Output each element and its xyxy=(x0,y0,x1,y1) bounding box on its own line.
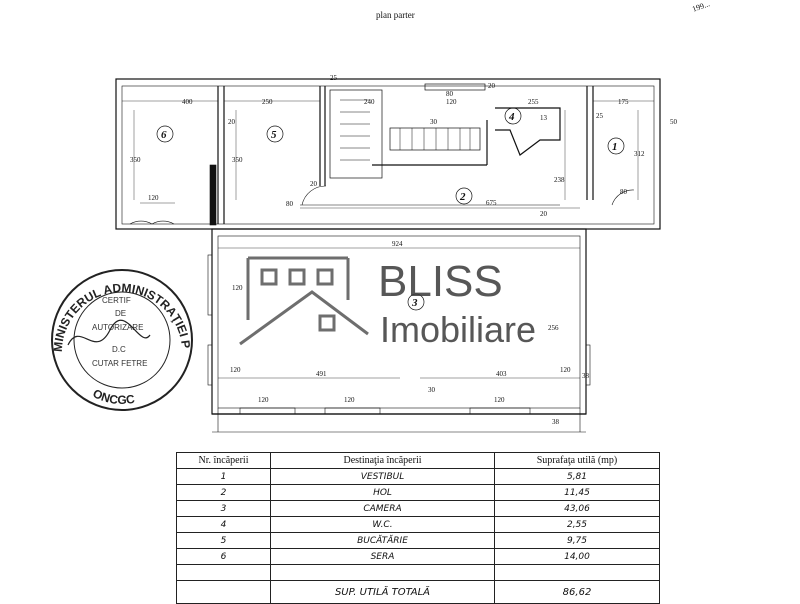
room-label-5: 5 xyxy=(271,129,277,141)
total-value: 86,62 xyxy=(494,580,660,604)
dim-label: 25 xyxy=(330,74,338,82)
dim-label: 256 xyxy=(548,324,559,332)
column-header: Nr. încăperii xyxy=(176,452,271,469)
dim-label: 80 xyxy=(446,90,454,98)
table-row: 1 VESTIBUL 5,81 xyxy=(176,468,660,485)
plan-caption: plan parter xyxy=(376,10,415,20)
dim-label: 120 xyxy=(148,194,159,202)
stamp-ring-bottom: ONCGC xyxy=(91,386,136,407)
dim-label: 25 xyxy=(596,112,604,120)
dim-label: 175 xyxy=(618,98,629,106)
room-number: 4 xyxy=(176,516,271,533)
house-icon xyxy=(239,256,369,346)
dimension-lines xyxy=(122,100,654,379)
stamp-line: D.C xyxy=(112,345,126,354)
dim-label: 20 xyxy=(488,82,496,90)
bliss-logo: BLISS Imobiliare xyxy=(239,256,536,350)
table-row: 6 SERA 14,00 xyxy=(176,548,660,565)
dim-label: 120 xyxy=(344,396,355,404)
room-area: 43,06 xyxy=(494,500,660,517)
room-label-1: 1 xyxy=(612,141,618,153)
table-row: 3 CAMERA 43,06 xyxy=(176,500,660,517)
brand-name: BLISS xyxy=(378,257,503,306)
dim-label: 675 xyxy=(486,199,497,207)
dim-label: 238 xyxy=(554,176,565,184)
dim-label: 255 xyxy=(528,98,539,106)
stamp-line: CUTAR FETRE xyxy=(92,359,147,368)
room-destination: SERA xyxy=(270,548,495,565)
dim-label: 120 xyxy=(258,396,269,404)
column-header: Destinaţia încăperii xyxy=(270,452,495,469)
dim-label: 80 xyxy=(620,188,628,196)
room-label-2: 2 xyxy=(459,191,466,203)
room-number: 6 xyxy=(176,548,271,565)
dim-label: 491 xyxy=(316,370,327,378)
stamp-ring-top: MINISTERUL ADMINISTRAŢIEI PUBLICE xyxy=(0,0,193,352)
brand-tagline: Imobiliare xyxy=(380,309,536,350)
dim-label: 20 xyxy=(228,118,236,126)
room-area: 11,45 xyxy=(494,484,660,501)
stamp-line: DE xyxy=(115,309,126,318)
total-label: SUP. UTILĂ TOTALĂ xyxy=(270,580,495,604)
dim-label: 400 xyxy=(182,98,193,106)
room-number: 3 xyxy=(176,500,271,517)
dimension-labels: 400 250 240 80 120 20 255 175 25 20 350 … xyxy=(130,74,678,426)
dim-label: 13 xyxy=(540,114,548,122)
column-header: Suprafaţa utilă (mp) xyxy=(494,452,660,469)
room-label-4: 4 xyxy=(508,111,515,123)
dim-label: 120 xyxy=(232,284,243,292)
dim-label: 120 xyxy=(560,366,571,374)
stamp-line: CERTIF xyxy=(102,296,131,305)
dim-label: 350 xyxy=(130,156,141,164)
room-area: 14,00 xyxy=(494,548,660,565)
room-destination: HOL xyxy=(270,484,495,501)
room-number: 5 xyxy=(176,532,271,549)
table-row-empty xyxy=(176,564,660,581)
room-destination: W.C. xyxy=(270,516,495,533)
room-number: 2 xyxy=(176,484,271,501)
dim-label: 250 xyxy=(262,98,273,106)
table-row: 4 W.C. 2,55 xyxy=(176,516,660,533)
dim-label: 38 xyxy=(552,418,560,426)
dim-label: 20 xyxy=(310,180,318,188)
dim-label: 120 xyxy=(494,396,505,404)
room-markers: 1 2 3 4 5 6 xyxy=(156,107,625,311)
dim-label: 120 xyxy=(446,98,457,106)
dim-label: 924 xyxy=(392,240,403,248)
dim-label: 80 xyxy=(286,200,294,208)
dim-label: 50 xyxy=(670,118,678,126)
floor-plan-drawing: 1 2 3 4 5 6 400 xyxy=(0,0,678,433)
table-total-row: SUP. UTILĂ TOTALĂ 86,62 xyxy=(176,580,660,604)
room-area: 2,55 xyxy=(494,516,660,533)
dim-label: 312 xyxy=(634,150,645,158)
official-stamp: MINISTERUL ADMINISTRAŢIEI PUBLICE ONCGC … xyxy=(0,0,193,411)
dim-label: 30 xyxy=(428,386,436,394)
dim-label: 38 xyxy=(582,372,590,380)
dim-label: 350 xyxy=(232,156,243,164)
table-row: 5 BUCĂTĂRIE 9,75 xyxy=(176,532,660,549)
room-destination: CAMERA xyxy=(270,500,495,517)
room-destination: BUCĂTĂRIE xyxy=(270,532,495,549)
room-area: 5,81 xyxy=(494,468,660,485)
rooms-table: Nr. încăperii Destinaţia încăperii Supra… xyxy=(176,452,660,604)
room-area: 9,75 xyxy=(494,532,660,549)
dim-label: 403 xyxy=(496,370,507,378)
dim-label: 240 xyxy=(364,98,375,106)
room-number: 1 xyxy=(176,468,271,485)
dim-label: 20 xyxy=(540,210,548,218)
table-header-row: Nr. încăperii Destinaţia încăperii Supra… xyxy=(176,452,660,469)
room-label-6: 6 xyxy=(161,129,167,141)
stamp-line: AUTORIZARE xyxy=(92,323,143,332)
room-destination: VESTIBUL xyxy=(270,468,495,485)
plan-walls xyxy=(115,78,661,433)
table-row: 2 HOL 11,45 xyxy=(176,484,660,501)
dim-label: 30 xyxy=(430,118,438,126)
signature xyxy=(67,319,151,346)
room-label-3: 3 xyxy=(411,297,418,309)
dim-label: 120 xyxy=(230,366,241,374)
